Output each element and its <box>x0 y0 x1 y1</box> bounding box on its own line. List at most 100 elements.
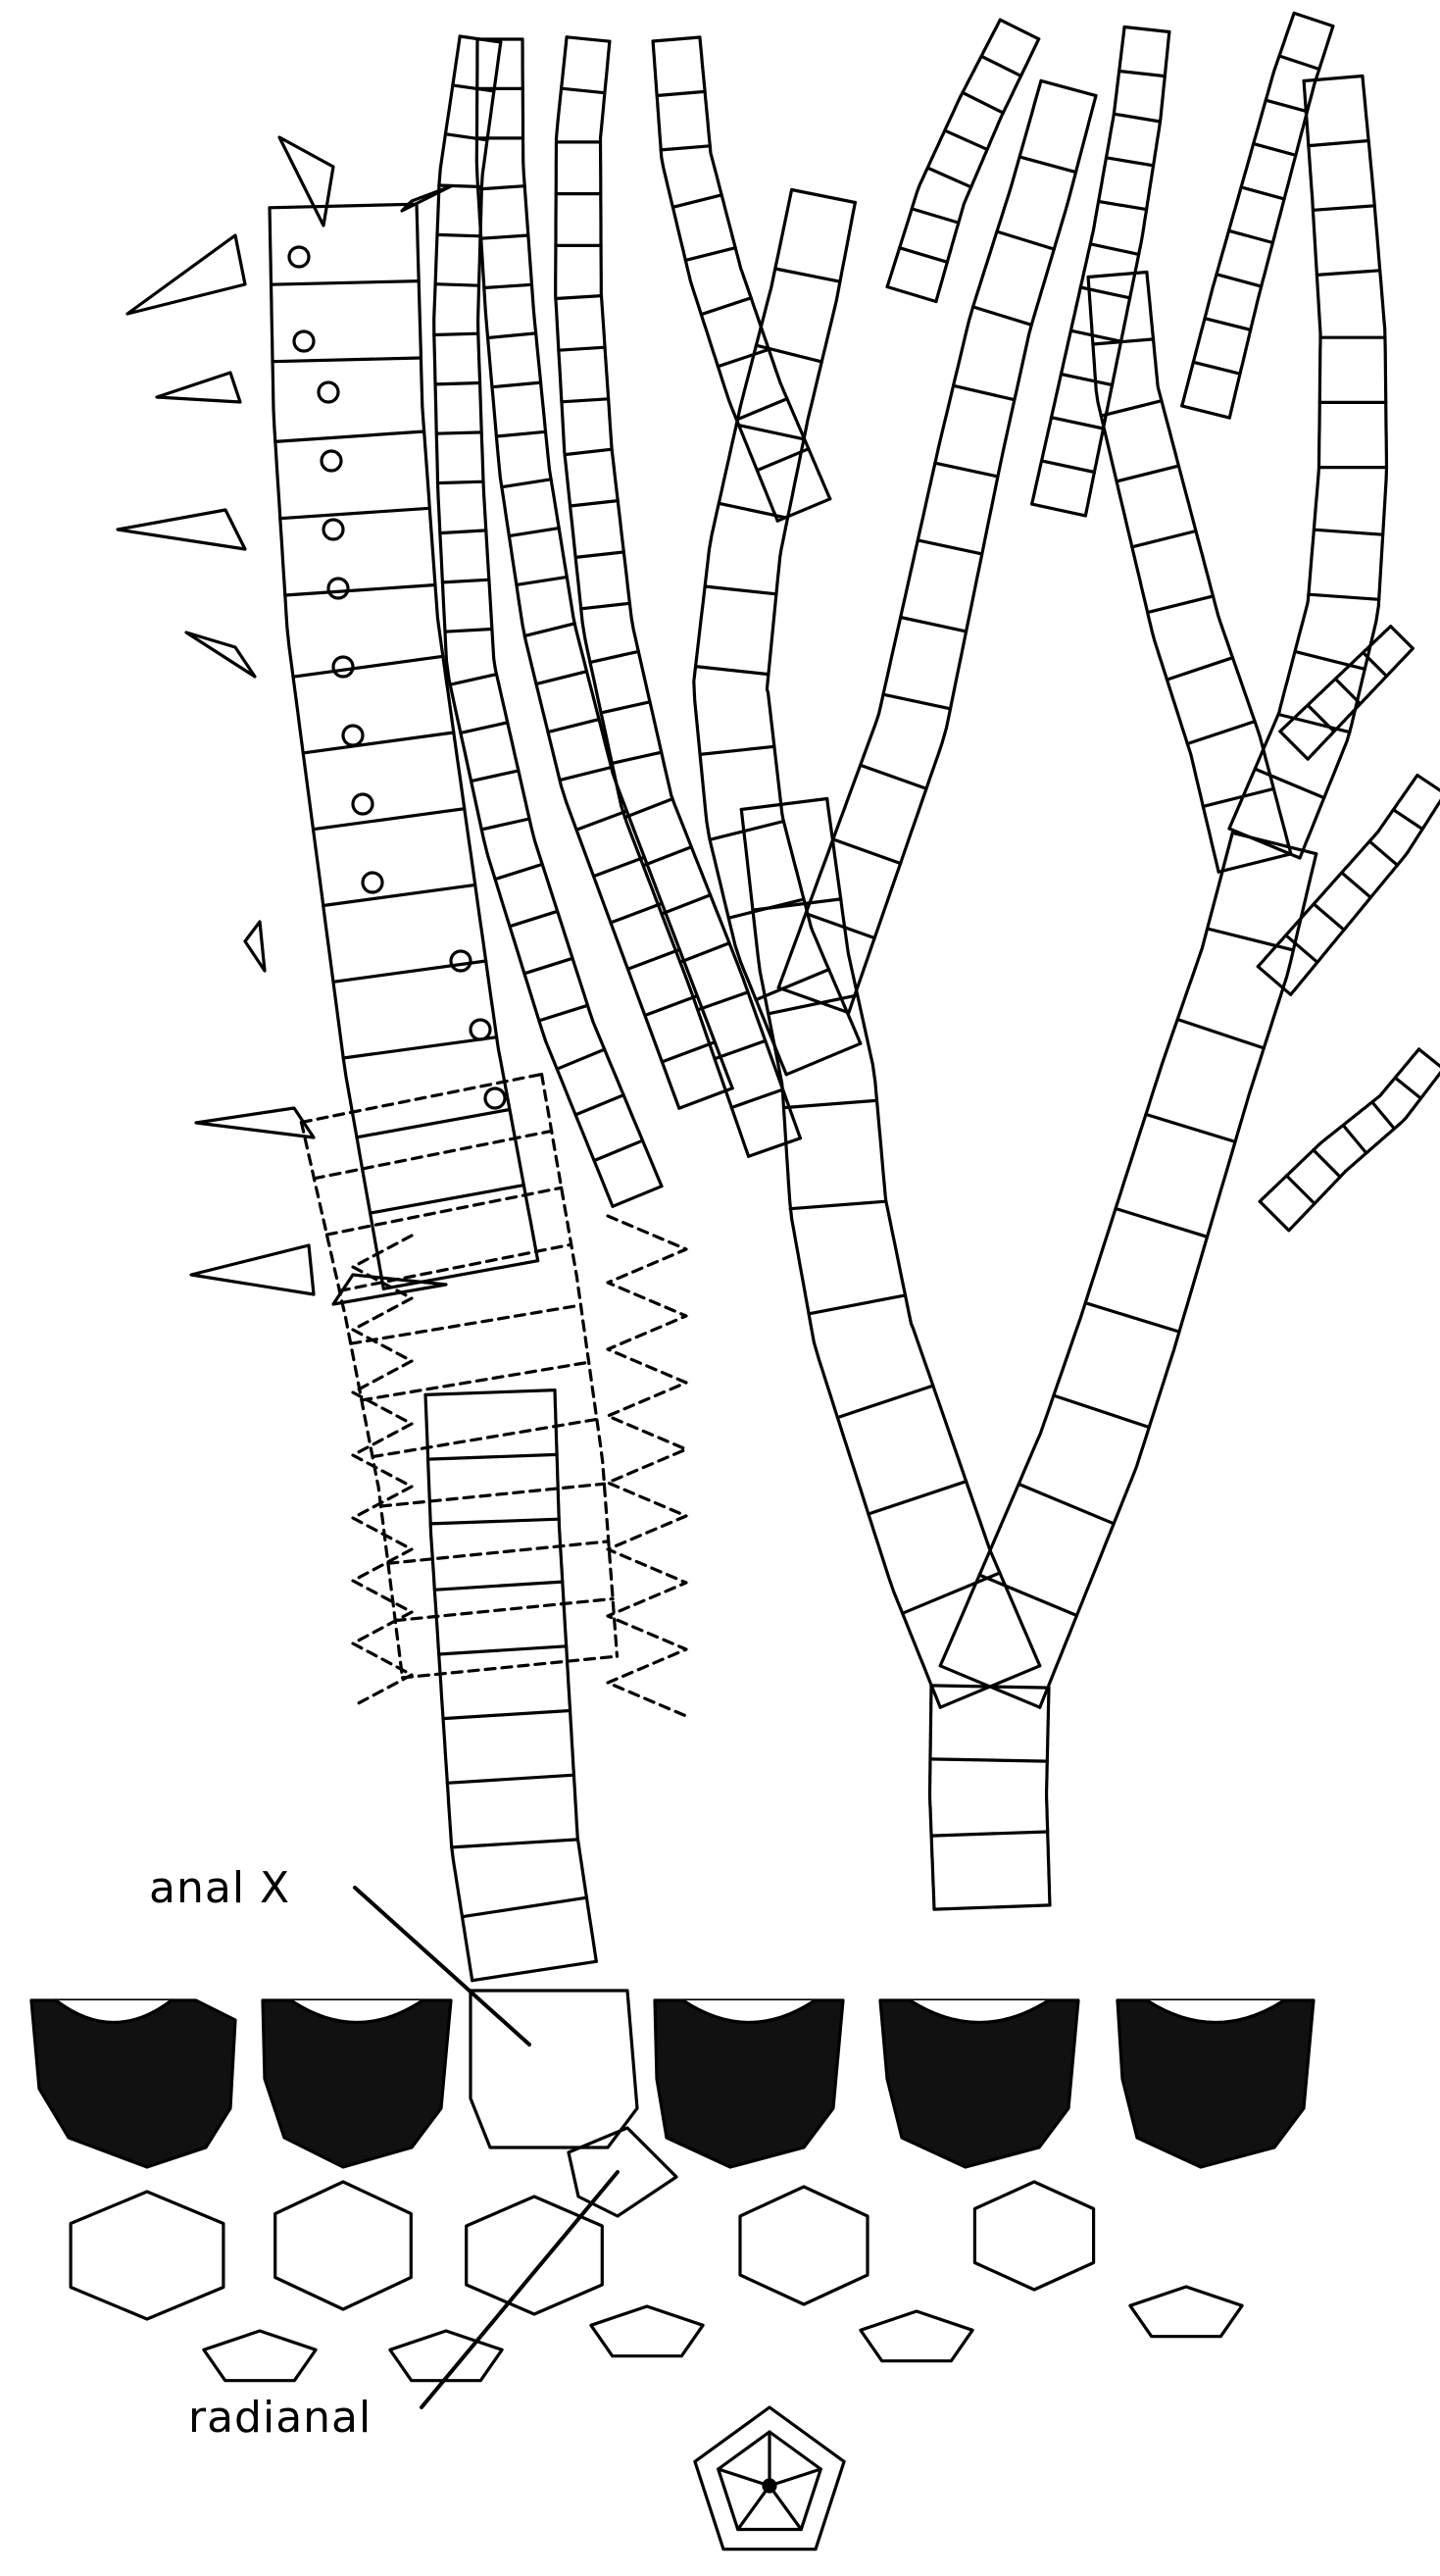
arm-plate-boundary <box>1061 375 1112 385</box>
arm-plate-boundary <box>461 723 508 733</box>
arm-plate-boundary <box>833 839 901 864</box>
arm-plate-boundary <box>1266 100 1307 112</box>
arm-plate-boundary <box>293 656 443 677</box>
arm-plate-boundary <box>1260 1201 1289 1231</box>
arm-plate-boundary <box>809 1295 905 1314</box>
arm-plate-boundary <box>930 1759 1047 1761</box>
pore <box>471 1020 490 1039</box>
arm-plate-boundary <box>736 425 804 439</box>
arm-plate-boundary <box>628 949 680 969</box>
arm-plate-boundary <box>1042 461 1095 473</box>
arm-plate-boundary <box>472 771 519 782</box>
infrabasal-plate-5 <box>1130 2287 1242 2337</box>
arm-plate-boundary <box>741 799 826 810</box>
arm-plate-boundary <box>935 463 998 477</box>
arm-plate-boundary <box>509 529 559 536</box>
arm-plate-boundary <box>837 1386 932 1418</box>
arm-plate-boundary <box>883 694 951 709</box>
arm-plate-boundary <box>869 1482 967 1514</box>
infrabasal-plate-1 <box>204 2331 316 2381</box>
arm-plate-boundary <box>1041 80 1096 95</box>
arm-plate-boundary <box>1255 769 1324 798</box>
stem-columnal-ray <box>770 2469 820 2486</box>
spine <box>402 186 451 211</box>
arm-plate-boundary <box>524 958 572 974</box>
infrabasal-plate-4 <box>861 2311 972 2361</box>
basal-plate-1 <box>71 2192 223 2319</box>
arm-plate-boundary <box>492 382 541 387</box>
spine <box>191 1245 314 1294</box>
arm-plate-boundary <box>435 383 479 384</box>
arm-plate-boundary <box>1187 722 1255 744</box>
infrabasal-plate-3 <box>591 2306 703 2356</box>
arm-plate-boundary <box>562 399 609 402</box>
arm-plate-boundary <box>314 809 465 830</box>
arm-plate-boundary <box>481 819 529 830</box>
spine <box>196 1108 314 1137</box>
arm-plate-boundary <box>756 345 821 362</box>
arm-plate-boundary <box>1309 594 1379 599</box>
arm-plate-boundary <box>323 884 475 905</box>
arm-plate-boundary <box>715 1040 766 1058</box>
arm-plate-boundary <box>792 190 856 203</box>
pore <box>353 794 372 814</box>
arm-plate-boundary <box>567 37 610 41</box>
arm-plate-boundary <box>524 624 574 636</box>
arm-plate-boundary <box>643 847 691 866</box>
arm-plate-boundary <box>737 399 788 420</box>
arm-plate-boundary <box>1218 854 1291 872</box>
arm-plate-boundary <box>463 1897 587 1917</box>
arm-plate-boundary <box>997 231 1054 249</box>
arm-plate-boundary <box>784 1100 877 1107</box>
arm-plate-boundary <box>912 209 959 223</box>
arm-plate-boundary <box>901 618 967 631</box>
arm-plate-boundary <box>1148 596 1214 613</box>
arm-long-2-edge-right <box>556 37 749 1157</box>
infrabasal-plate-2 <box>390 2331 502 2381</box>
radianal-plate <box>569 2128 676 2216</box>
arm-plate-boundary <box>1229 230 1273 242</box>
stem-columnal-ray <box>719 2469 770 2486</box>
arm-plate-boundary <box>981 56 1020 76</box>
arm-plate-boundary <box>731 1089 782 1107</box>
arm-plate-boundary <box>440 530 486 533</box>
arm-plate-boundary <box>1417 776 1440 794</box>
arm-branch-right-1-edge-right <box>940 833 1232 1666</box>
pore <box>323 520 343 539</box>
arm-branch-lr <box>778 80 1096 1012</box>
arm-plate-boundary <box>728 899 804 918</box>
spine <box>157 373 240 402</box>
arm-plate-boundary <box>1419 1049 1440 1069</box>
arm-plate-boundary <box>472 1961 597 1980</box>
arm-plate-boundary <box>575 1095 623 1115</box>
arm-branch-left-1 <box>741 799 1040 1708</box>
arm-plate-boundary <box>1052 418 1104 429</box>
basal-plate-2 <box>275 2182 412 2309</box>
arm-plate-boundary <box>581 603 630 609</box>
arm-plate-boundary <box>1085 1303 1179 1332</box>
arm-plate-boundary <box>1117 466 1178 481</box>
anal-tube-ghost-edge-left <box>301 1123 402 1678</box>
anal-tube-upper <box>270 204 538 1288</box>
arm-plate-boundary <box>517 577 567 584</box>
arm-plate-boundary <box>1372 1102 1395 1129</box>
basal-plate-4 <box>740 2187 868 2304</box>
basal-plate-5 <box>974 2182 1093 2290</box>
arm-plate-boundary <box>1146 1114 1235 1141</box>
arm-plate-boundary <box>1119 72 1166 76</box>
arm-plate-boundary <box>973 307 1032 325</box>
arm-plate-boundary <box>700 746 774 754</box>
arm-long-3-edge-left <box>478 42 662 1187</box>
arm-plate-boundary <box>806 914 874 938</box>
ghost-spines-left <box>353 1236 412 1706</box>
arm-plate-boundary <box>685 248 735 261</box>
arm-plate-boundary <box>1287 1176 1316 1204</box>
arm-plate-boundary <box>481 235 528 238</box>
arm-plate-boundary <box>1177 1020 1264 1048</box>
arm-plate-boundary <box>756 970 828 1000</box>
arm-plate-boundary <box>662 1042 715 1062</box>
arm-branch-rr <box>1229 76 1387 859</box>
arm-plate-boundary <box>439 1646 567 1654</box>
arm-plate-boundary <box>657 91 705 95</box>
arm-plate-boundary <box>275 431 424 441</box>
